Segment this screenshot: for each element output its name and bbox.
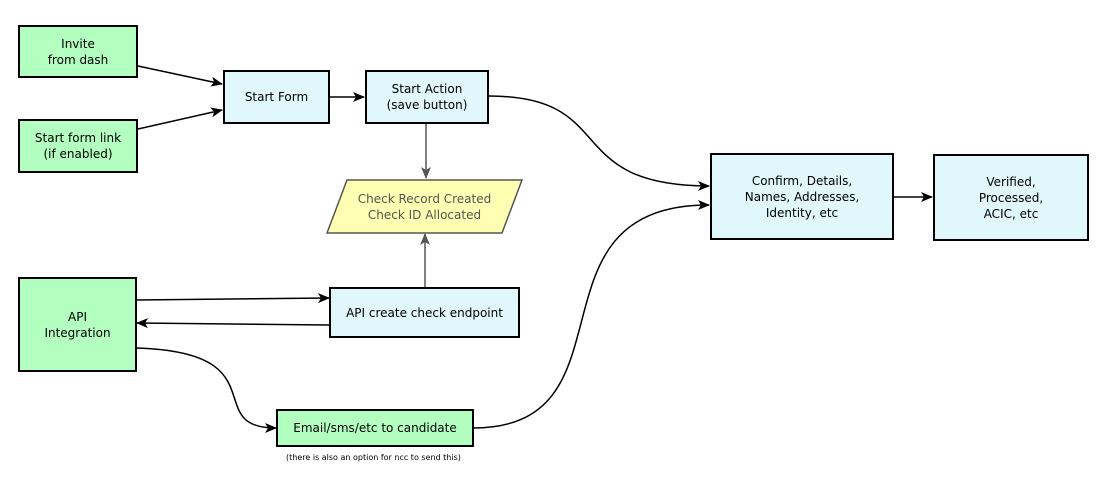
edge-link-to-start-form xyxy=(137,107,223,130)
edge-start-action-to-confirm xyxy=(488,95,710,191)
node-start-form-link: Start form link (if enabled) xyxy=(18,119,138,173)
node-api-integration: API Integration xyxy=(18,277,137,372)
edge-integration-to-email xyxy=(135,347,277,433)
node-email-sms: Email/sms/etc to candidate xyxy=(276,409,474,447)
edge-email-to-confirm xyxy=(472,200,710,429)
check-record-label: Check Record Created Check ID Allocated xyxy=(357,191,492,222)
node-confirm-details: Confirm, Details, Names, Addresses, Iden… xyxy=(710,153,894,240)
node-start-form: Start Form xyxy=(223,70,330,124)
node-api-create-check: API create check endpoint xyxy=(329,287,520,338)
edge-invite-to-start-form xyxy=(137,65,223,87)
ncc-note: (there is also an option for ncc to send… xyxy=(286,453,461,462)
node-start-action: Start Action (save button) xyxy=(365,70,489,124)
node-invite-from-dash: Invite from dash xyxy=(18,25,138,78)
parallelogram-shape xyxy=(326,179,523,234)
node-verified: Verified, Processed, ACIC, etc xyxy=(933,154,1089,241)
edge-api-endpoint-to-integration xyxy=(136,318,330,329)
edge-integration-to-api-endpoint xyxy=(135,293,330,304)
node-check-record: Check Record Created Check ID Allocated xyxy=(326,179,523,234)
